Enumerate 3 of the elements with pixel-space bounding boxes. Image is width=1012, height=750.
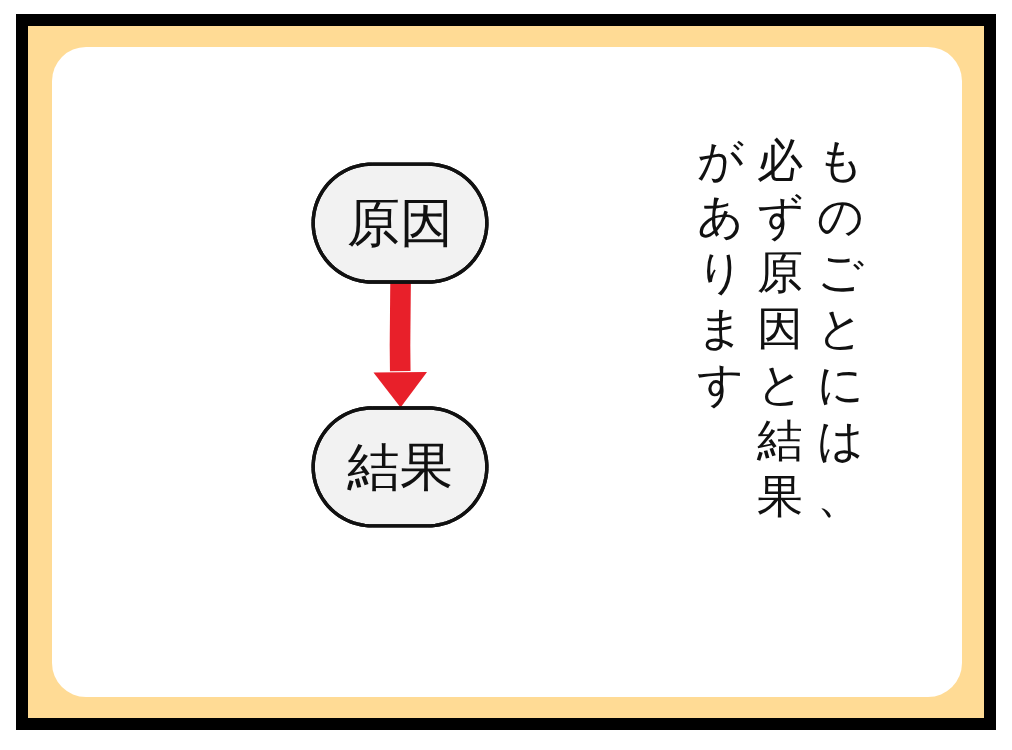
oval-node: 原因 [311,162,489,284]
vertical-text: ものごとには、必ず原因と結果があります [695,132,865,524]
oval-node: 結果 [311,406,489,528]
